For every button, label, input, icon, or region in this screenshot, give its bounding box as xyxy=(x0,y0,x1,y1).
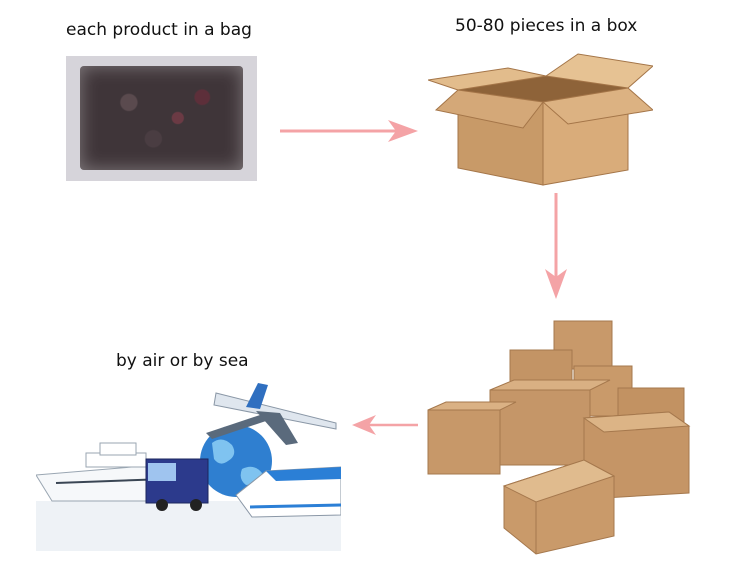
open-box-icon xyxy=(428,50,653,190)
arrow-left-icon xyxy=(352,413,418,437)
bag-caption: each product in a bag xyxy=(66,20,252,40)
shipping-caption: by air or by sea xyxy=(116,351,249,371)
arrow-down-icon xyxy=(543,193,569,301)
bag-photo xyxy=(66,56,257,181)
box-caption: 50-80 pieces in a box xyxy=(455,16,637,36)
transport-illustration xyxy=(36,383,341,551)
truck-icon xyxy=(146,459,208,511)
bagged-product xyxy=(80,66,243,170)
box-stack-icon xyxy=(424,318,694,558)
arrow-right-icon xyxy=(280,118,420,144)
